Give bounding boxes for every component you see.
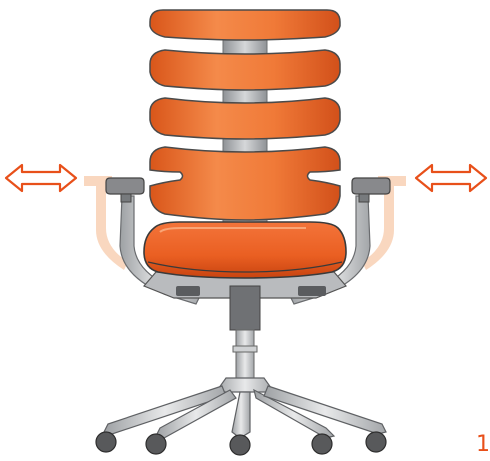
gas-lift-collar xyxy=(232,345,258,353)
backrest-slat xyxy=(149,49,341,91)
caster-wheel xyxy=(311,433,333,455)
double-arrow-icon xyxy=(4,163,78,193)
base-leg xyxy=(231,391,251,439)
gas-lift-lower xyxy=(235,329,255,381)
backrest-slat xyxy=(149,97,341,140)
gas-lift-upper xyxy=(229,285,261,331)
backrest-slats xyxy=(149,9,341,221)
page-number: 1 xyxy=(476,432,490,457)
backrest-slat xyxy=(149,146,341,221)
casters xyxy=(95,431,387,456)
base-leg xyxy=(253,388,336,439)
right-arrow-group xyxy=(414,163,488,193)
armrest-pad-right xyxy=(351,177,391,203)
seat-edge xyxy=(147,261,343,273)
base-legs xyxy=(103,385,387,439)
armrest-frame-left xyxy=(119,195,201,305)
caster-wheel xyxy=(365,431,387,453)
ghost-armrest-left xyxy=(84,176,128,270)
caster-wheel xyxy=(95,431,117,453)
caster-wheel xyxy=(229,434,251,456)
armrest-pad-left xyxy=(105,177,145,203)
left-arrow-group xyxy=(4,163,78,193)
mechanism-lever-right xyxy=(298,286,326,296)
base-hub xyxy=(214,377,276,393)
mechanism-lever-left xyxy=(176,286,200,296)
seat-highlight xyxy=(159,227,306,233)
armrest-frame-right xyxy=(289,195,371,305)
seat-cushion xyxy=(143,221,347,279)
caster-wheel xyxy=(145,433,167,455)
double-arrow-icon xyxy=(414,163,488,193)
base-leg xyxy=(263,385,387,435)
backrest-slat xyxy=(149,9,341,41)
ghost-armrest-right xyxy=(362,176,406,270)
